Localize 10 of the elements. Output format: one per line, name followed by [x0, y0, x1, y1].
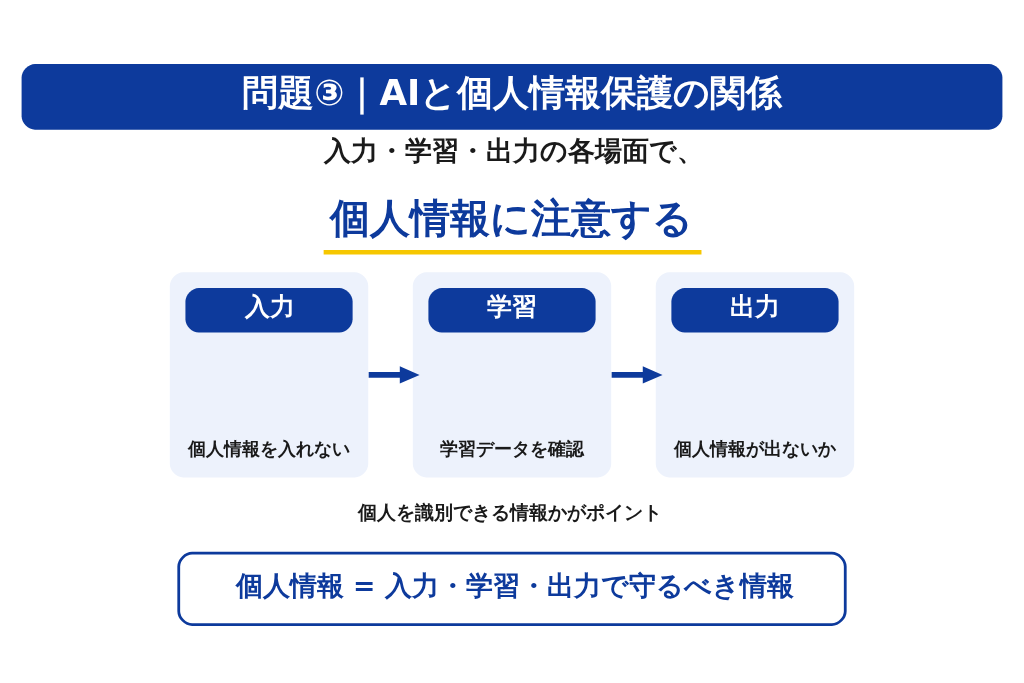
arrow	[611, 365, 663, 384]
node-box: 個人情報 = 入力・学習・出力で守るべき情報	[177, 551, 847, 626]
label: 個人を識別できる情報かがポイント	[357, 500, 662, 523]
arrow	[368, 365, 420, 384]
diagram-title: 問題③｜AIと個人情報保護の関係	[242, 71, 783, 113]
label: 入力・学習・出力の各場面で、	[323, 134, 704, 166]
label: 個人情報に注意する	[330, 194, 694, 241]
node-box: 入力 個人情報を入れない	[169, 271, 369, 477]
node-box: 出力 個人情報が出ないか	[655, 271, 855, 477]
node-box: 学習 学習データを確認	[412, 271, 612, 477]
